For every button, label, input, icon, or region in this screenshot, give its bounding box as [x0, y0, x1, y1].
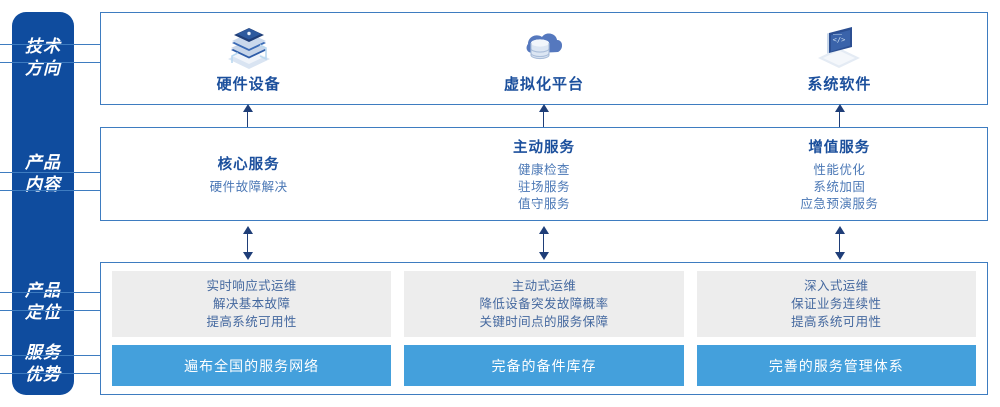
tech-cell-virtualization[interactable]: 虚拟化平台 [396, 13, 691, 104]
sidebar-group-product-content[interactable]: 产品 内容 [12, 152, 74, 196]
positioning-line: 实时响应式运维 [206, 279, 297, 293]
panel-tech-direction: 硬件设备 虚拟 [100, 12, 988, 105]
positioning-line: 解决基本故障 [212, 297, 291, 311]
content-item: 性能优化 [813, 162, 866, 177]
bottom-column-2: 主动式运维 降低设备突发故障概率 关键时间点的服务保障 完备的备件库存 [404, 271, 684, 386]
connector-tech-top [0, 44, 100, 45]
content-item: 应急预演服务 [800, 196, 879, 211]
connector-content-bottom [0, 190, 100, 191]
sidebar-label-line1: 技术 [25, 37, 61, 56]
bottom-column-3: 深入式运维 保证业务连续性 提高系统可用性 完善的服务管理体系 [696, 271, 976, 386]
server-stack-icon [221, 23, 277, 69]
arrow-head-down-2 [539, 252, 549, 260]
positioning-line: 主动式运维 [511, 279, 577, 293]
arrow-line-tech-2 [543, 110, 544, 127]
advantage-bar-2[interactable]: 完备的备件库存 [404, 345, 684, 386]
content-item: 值守服务 [517, 196, 570, 211]
positioning-line: 提高系统可用性 [206, 315, 297, 329]
arrow-line-tech-3 [839, 110, 840, 127]
content-item: 系统加固 [813, 179, 866, 194]
sidebar-label-line1: 产品 [25, 153, 61, 172]
content-cell-proactive-service[interactable]: 主动服务 健康检查 驻场服务 值守服务 [396, 128, 691, 220]
sidebar: 技术 方向 产品 内容 产品 定位 服务 优势 [12, 12, 74, 395]
content-title: 核心服务 [217, 156, 280, 173]
connector-advantage-top [0, 355, 100, 356]
connector-tech-bottom [0, 62, 100, 63]
advantage-bar-3[interactable]: 完善的服务管理体系 [696, 345, 976, 386]
arrow-head-up-1 [243, 226, 253, 234]
svg-text:</>: </> [833, 36, 846, 44]
arrow-line-tech-1 [247, 110, 248, 127]
tech-label: 虚拟化平台 [503, 76, 584, 93]
sidebar-label-line2: 定位 [25, 303, 61, 322]
positioning-line: 保证业务连续性 [791, 297, 882, 311]
arrow-head-tech-3 [835, 104, 845, 112]
content-cell-core-service[interactable]: 核心服务 硬件故障解决 [101, 128, 396, 220]
panel-bottom: 实时响应式运维 解决基本故障 提高系统可用性 遍布全国的服务网络 主动式运维 降… [100, 262, 988, 395]
tech-label: 硬件设备 [216, 76, 281, 93]
arrow-head-down-3 [835, 252, 845, 260]
content-title: 增值服务 [808, 139, 871, 156]
tech-label: 系统软件 [807, 76, 872, 93]
arrow-head-tech-1 [243, 104, 253, 112]
content-item: 驻场服务 [517, 179, 570, 194]
arrow-line-mid-1 [247, 232, 248, 254]
sidebar-label-line2: 方向 [25, 59, 61, 78]
connector-position-top [0, 292, 100, 293]
sidebar-label-line2: 内容 [25, 175, 61, 194]
advantage-bar-1[interactable]: 遍布全国的服务网络 [112, 345, 392, 386]
sidebar-label-line2: 优势 [25, 365, 61, 384]
panel-product-content: 核心服务 硬件故障解决 主动服务 健康检查 驻场服务 值守服务 增值服务 性能优… [100, 127, 988, 221]
laptop-code-icon: </> [811, 23, 867, 69]
positioning-box-2[interactable]: 主动式运维 降低设备突发故障概率 关键时间点的服务保障 [404, 271, 684, 337]
sidebar-label-line1: 服务 [25, 343, 61, 362]
arrow-head-down-1 [243, 252, 253, 260]
content-item: 健康检查 [517, 162, 570, 177]
content-title: 主动服务 [512, 139, 575, 156]
sidebar-group-tech-direction[interactable]: 技术 方向 [12, 36, 74, 80]
content-cell-value-added-service[interactable]: 增值服务 性能优化 系统加固 应急预演服务 [692, 128, 987, 220]
arrow-line-mid-2 [543, 232, 544, 254]
sidebar-label-line1: 产品 [25, 281, 61, 300]
arrow-line-mid-3 [839, 232, 840, 254]
connector-position-bottom [0, 310, 100, 311]
tech-cell-system-software[interactable]: </> 系统软件 [692, 13, 987, 104]
positioning-box-1[interactable]: 实时响应式运维 解决基本故障 提高系统可用性 [112, 271, 392, 337]
bottom-column-1: 实时响应式运维 解决基本故障 提高系统可用性 遍布全国的服务网络 [112, 271, 392, 386]
positioning-line: 深入式运维 [804, 279, 869, 293]
tech-cell-hardware[interactable]: 硬件设备 [101, 13, 396, 104]
connector-advantage-bottom [0, 373, 100, 374]
sidebar-group-service-advantage[interactable]: 服务 优势 [12, 342, 74, 386]
sidebar-group-product-position[interactable]: 产品 定位 [12, 280, 74, 324]
positioning-line: 降低设备突发故障概率 [479, 297, 609, 311]
connector-content-top [0, 172, 100, 173]
arrow-head-tech-2 [539, 104, 549, 112]
arrow-head-up-2 [539, 226, 549, 234]
positioning-line: 关键时间点的服务保障 [479, 315, 609, 329]
arrow-head-up-3 [835, 226, 845, 234]
cloud-database-icon [516, 23, 572, 69]
positioning-line: 提高系统可用性 [791, 315, 882, 329]
positioning-box-3[interactable]: 深入式运维 保证业务连续性 提高系统可用性 [696, 271, 976, 337]
content-item: 硬件故障解决 [209, 179, 288, 194]
